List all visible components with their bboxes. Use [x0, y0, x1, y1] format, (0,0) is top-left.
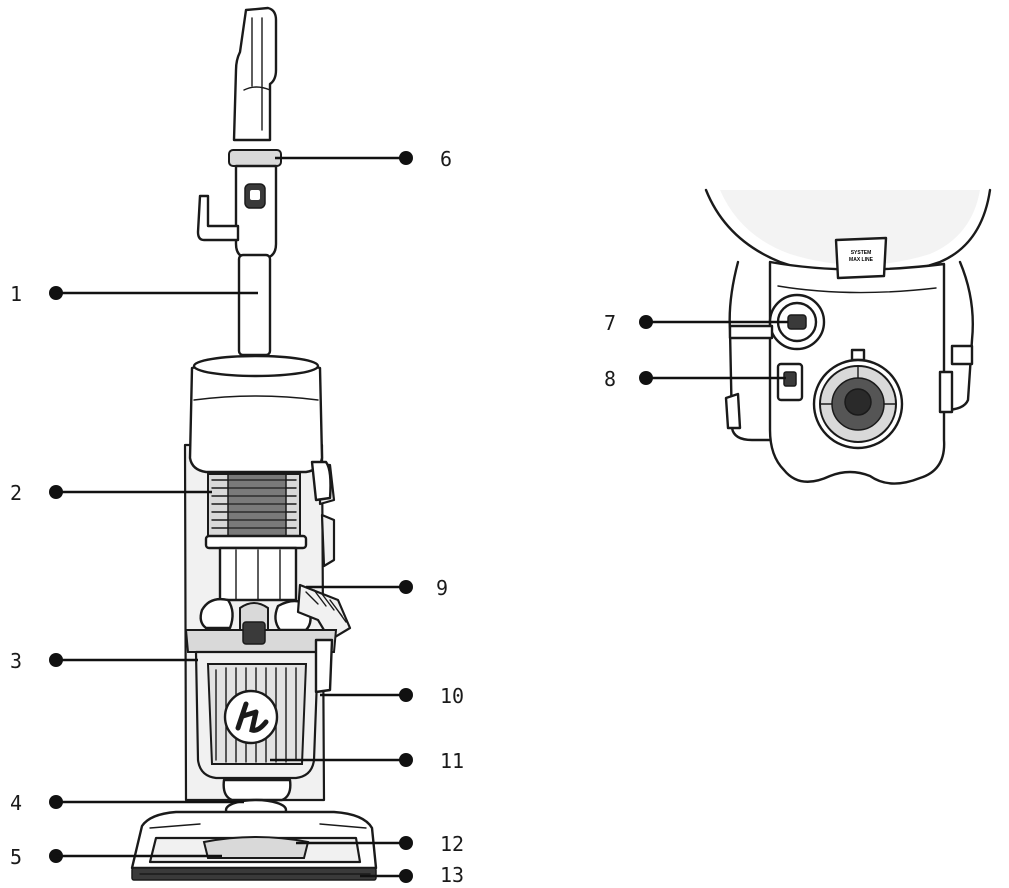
brand-logo-icon [225, 691, 277, 743]
detail-label-line1: SYSTEM [851, 250, 872, 256]
top-cover [190, 356, 322, 472]
handle-body [236, 166, 276, 258]
callout-5: 5 [10, 845, 22, 869]
callout-12: 12 [440, 832, 464, 856]
callout-2: 2 [10, 481, 22, 505]
callout-9: 9 [436, 576, 448, 600]
floor-head [132, 812, 376, 880]
callout-10: 10 [440, 684, 464, 708]
cyclone-filter [208, 474, 300, 536]
detail-label-line2: MAX LINE [849, 257, 874, 263]
callout-11: 11 [440, 749, 464, 773]
wand-tube [239, 255, 270, 355]
callout-6: 6 [440, 147, 452, 171]
callout-leaders [49, 151, 788, 883]
callout-8: 8 [604, 367, 616, 391]
dirt-container [196, 640, 332, 778]
callout-4: 4 [10, 791, 22, 815]
callout-13: 13 [440, 863, 464, 887]
callout-3: 3 [10, 649, 22, 673]
accessory-clip [198, 196, 238, 240]
handle-release-collar [229, 150, 281, 166]
callout-7: 7 [604, 311, 616, 335]
bin-release-button [243, 622, 265, 644]
handle-grip [234, 8, 276, 140]
detail-view: SYSTEM MAX LINE [706, 190, 990, 484]
callout-1: 1 [10, 282, 22, 306]
upright-vacuum [132, 8, 376, 880]
